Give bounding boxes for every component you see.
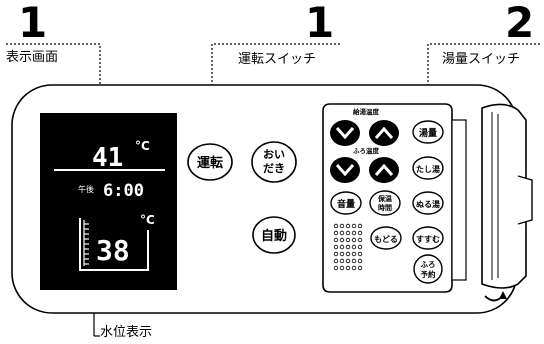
rinse-button-shape — [412, 226, 444, 250]
reheat-button-label-2: だき — [263, 162, 285, 175]
timer-button-label-2: 時間 — [378, 203, 392, 212]
bath-reserve-button-label-2: 予約 — [421, 269, 436, 279]
speaker-grille — [333, 223, 363, 271]
auto-button-shape — [252, 216, 296, 254]
power-button-label: 運転 — [197, 155, 223, 171]
supply-temp-down-button — [330, 120, 360, 146]
bath-temp-up-button — [369, 157, 399, 183]
callout-label-volume: 湯量スイッチ — [442, 52, 521, 67]
lukewarm-button-label: ぬる湯 — [416, 199, 440, 209]
timer-label: 午後 — [78, 184, 94, 194]
display-screen — [40, 113, 177, 290]
volume-button-label: 湯量 — [419, 127, 437, 139]
callout-label-power: 運転スイッチ — [238, 52, 317, 67]
supply-temp-label: 給湯温度 — [353, 107, 380, 116]
back-button-label: もどる — [374, 234, 398, 244]
bath-reserve-button-label-1: ふろ — [421, 260, 436, 269]
bath-reserve-button-shape — [413, 254, 443, 284]
add-hot-button-shape — [412, 156, 444, 180]
volume-button-shape — [412, 120, 444, 144]
sound-button-label: 音量 — [337, 198, 355, 210]
volume-button[interactable] — [413, 121, 443, 143]
power-button[interactable] — [188, 144, 232, 180]
bath-temp-value: 38 — [96, 234, 130, 267]
timer-button-label-1: 保温 — [377, 194, 392, 203]
back-button-shape — [370, 226, 402, 250]
auto-button[interactable] — [253, 217, 295, 253]
supply-temp-unit: °C — [135, 139, 150, 153]
water-level-gauge — [83, 220, 89, 266]
reheat-button-shape — [251, 141, 297, 183]
timer-button-shape — [369, 190, 401, 216]
side-cover — [481, 103, 527, 289]
bath-temp-unit: °C — [140, 213, 155, 227]
add-hot-button-label: たし湯 — [416, 164, 440, 174]
supply-temp-up-button — [369, 120, 399, 146]
reheat-button[interactable] — [252, 142, 296, 182]
callout-label-display: 表示画面 — [6, 50, 59, 65]
callout-number-power: 1 — [305, 0, 335, 47]
rinse-button-label: すすむ — [416, 235, 440, 244]
bath-temp-down-button — [330, 157, 360, 183]
callout-number-display: 1 — [18, 0, 48, 47]
callout-label-water-level: 水位表示 — [100, 325, 153, 340]
bath-temp-label: ふろ温度 — [353, 146, 380, 155]
callout-number-volume: 2 — [505, 0, 535, 47]
reheat-button-label-1: おい — [263, 148, 285, 161]
sound-button-shape — [330, 191, 362, 215]
power-button-shape — [187, 143, 233, 181]
supply-temp-value: 41 — [92, 143, 123, 173]
clock-value: 6:00 — [103, 181, 144, 201]
auto-button-label: 自動 — [261, 228, 287, 244]
lukewarm-button-shape — [412, 191, 444, 215]
